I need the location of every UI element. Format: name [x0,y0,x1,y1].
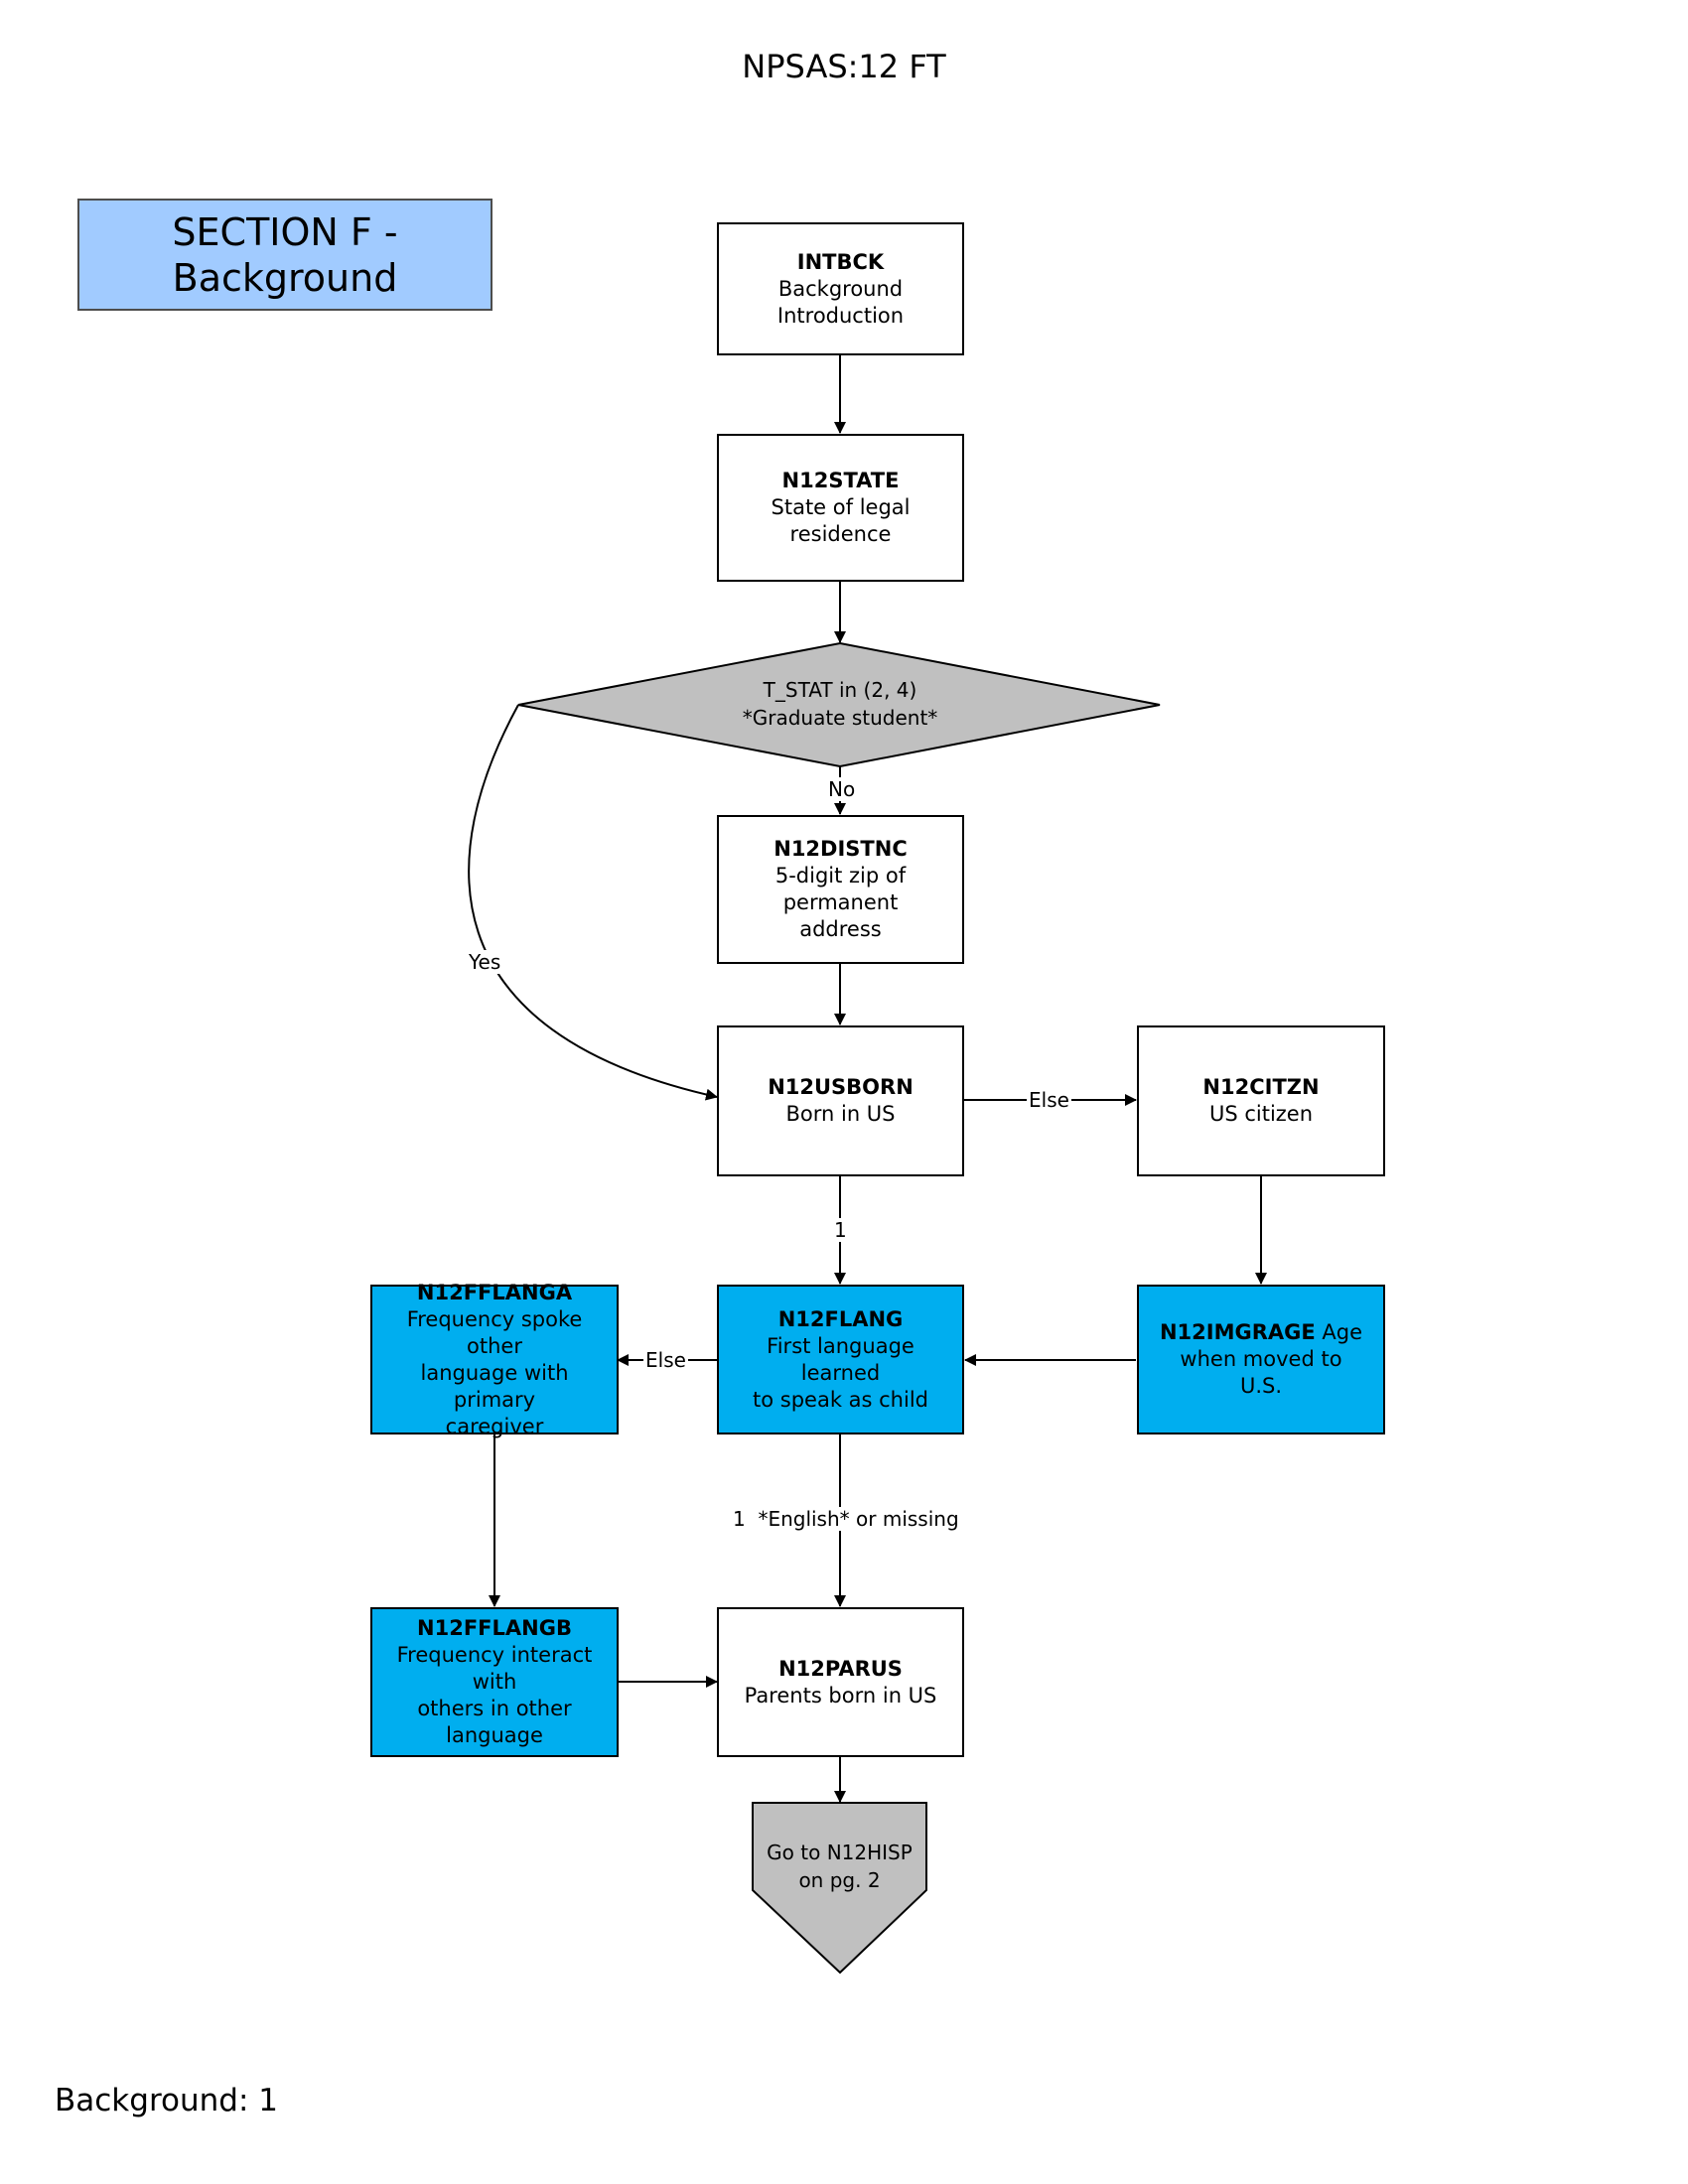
node-n12flang-code: N12FLANG [777,1306,904,1331]
edge-label-else-citzn: Else [1027,1088,1071,1112]
node-intbck: INTBCK Background Introduction [717,222,964,355]
node-n12state-code: N12STATE [781,469,900,492]
node-n12usborn-line1: Born in US [785,1102,896,1126]
node-intbck-line2: Introduction [776,303,905,328]
node-n12fflangb-line1: Frequency interact with [396,1643,593,1694]
goto-terminator-shape [752,1802,927,1975]
node-n12imgrage-line2: U.S. [1239,1374,1283,1398]
edge-label-english: 1 *English* or missing [731,1507,961,1531]
node-n12imgrage-inline: Age [1322,1320,1363,1344]
node-intbck-line1: Background [777,276,904,301]
edge-label-else-flanga: Else [643,1348,688,1372]
node-n12imgrage-line0: N12IMGRAGE Age [1160,1319,1362,1346]
node-n12fflangb-code: N12FFLANGB [417,1616,572,1640]
node-n12flang-line1: First language learned [767,1333,914,1385]
section-header-line2: Background [172,255,398,300]
node-n12parus-code: N12PARUS [778,1656,903,1681]
node-n12distnc: N12DISTNC 5-digit zip of permanent addre… [717,815,964,964]
node-n12citzn-line1: US citizen [1208,1102,1314,1126]
node-n12citzn: N12CITZN US citizen [1137,1025,1385,1176]
node-intbck-code: INTBCK [796,249,885,274]
page-title: NPSAS:12 FT [742,48,946,85]
goto-line1: Go to N12HISP [767,1841,913,1864]
node-n12imgrage: N12IMGRAGE Age when moved to U.S. [1137,1285,1385,1434]
node-n12fflanga-code: N12FFLANGA [416,1280,573,1304]
section-header-box: SECTION F - Background [77,199,492,311]
node-n12flang-line2: to speak as child [753,1387,928,1412]
node-n12fflangb-line3: language [446,1723,543,1747]
node-n12fflangb-line2: others in other [417,1697,572,1720]
node-n12flang: N12FLANG First language learned to speak… [717,1285,964,1434]
edge-label-yes: Yes [467,950,503,974]
node-n12state-line1: State of legal residence [771,495,911,546]
node-n12fflanga: N12FFLANGA Frequency spoke other languag… [370,1281,619,1438]
page-footer-label: Background: 1 [55,2083,278,2118]
node-n12distnc-line2: address [799,917,882,941]
node-n12usborn: N12USBORN Born in US [717,1025,964,1176]
goto-line2: on pg. 2 [798,1868,881,1892]
goto-terminator-text: Go to N12HISP on pg. 2 [753,1839,926,1894]
edge-label-one: 1 [832,1218,849,1242]
node-n12imgrage-code: N12IMGRAGE [1159,1320,1316,1344]
node-n12fflanga-line3: caregiver [445,1414,544,1438]
node-n12parus-line1: Parents born in US [744,1683,937,1707]
node-n12distnc-code: N12DISTNC [774,837,908,861]
decision-text: T_STAT in (2, 4) *Graduate student* [695,676,985,732]
node-n12parus: N12PARUS Parents born in US [717,1607,964,1757]
node-n12fflanga-line2: language with primary [420,1360,569,1412]
node-n12state: N12STATE State of legal residence [717,434,964,582]
decision-line2: *Graduate student* [742,706,938,730]
node-n12fflangb: N12FFLANGB Frequency interact with other… [370,1607,619,1757]
decision-line1: T_STAT in (2, 4) [763,678,917,702]
edge-label-no: No [826,777,858,801]
node-n12distnc-line1: 5-digit zip of permanent [774,864,907,914]
edge-decision-yes [468,704,718,1101]
section-header-line1: SECTION F - [172,209,398,254]
node-n12fflanga-line1: Frequency spoke other [406,1306,583,1358]
node-n12usborn-code: N12USBORN [768,1075,914,1099]
node-n12imgrage-line1: when moved to [1180,1347,1342,1371]
node-n12citzn-code: N12CITZN [1202,1075,1320,1099]
